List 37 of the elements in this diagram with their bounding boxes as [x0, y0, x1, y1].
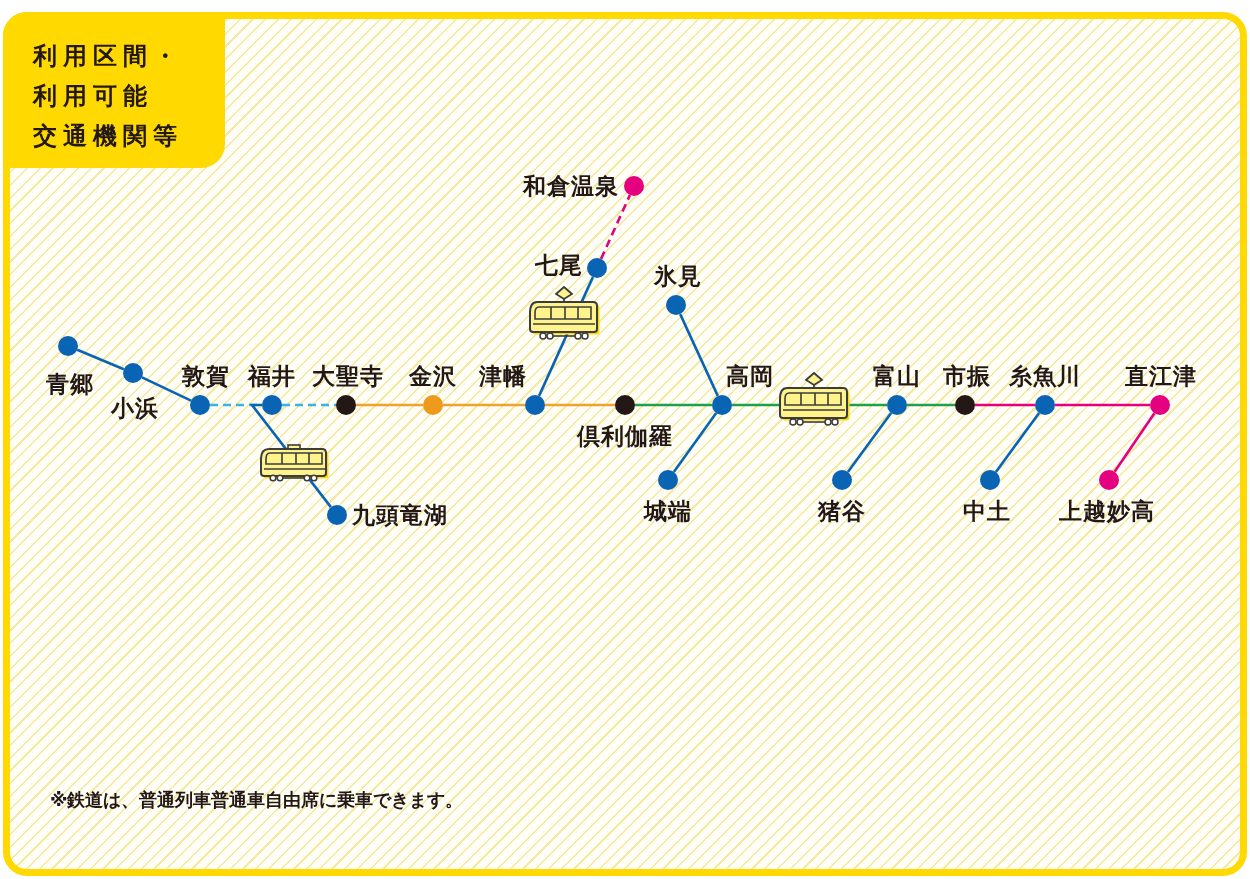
station-name: 福井 [248, 362, 296, 390]
station-name: 直江津 [1125, 362, 1197, 390]
rail-line [545, 403, 615, 407]
rail-line [443, 403, 525, 407]
station-name: 猪谷 [818, 497, 866, 525]
station-name: 高岡 [726, 362, 774, 390]
rail-line [356, 403, 423, 407]
station-name: 上越妙高 [1059, 497, 1155, 525]
station-name: 中土 [963, 497, 1011, 525]
note-text: ※鉄道は、普通列車普通車自由席に乗車できます。 [50, 788, 464, 812]
station-name: 七尾 [535, 251, 583, 279]
station-name: 金沢 [409, 362, 457, 390]
station-name: 糸魚川 [1009, 362, 1081, 390]
rail-line [679, 313, 719, 397]
station-name: 和倉温泉 [523, 172, 619, 200]
station-name: 青郷 [46, 370, 94, 398]
station-name: 倶利伽羅 [577, 422, 673, 450]
rail-line [672, 412, 718, 473]
rail-line [141, 376, 192, 402]
rail-line [635, 403, 712, 407]
station-name: 氷見 [654, 262, 702, 290]
station-name: 津幡 [479, 362, 527, 390]
station-name: 市振 [943, 362, 991, 390]
rail-line [599, 194, 632, 260]
rail-line [846, 412, 893, 473]
station-name: 敦賀 [182, 362, 230, 390]
rail-line [1055, 403, 1150, 407]
station-name: 小浜 [111, 394, 159, 422]
rail-line [282, 403, 336, 407]
station-name: 九頭竜湖 [352, 501, 448, 529]
rail-line [76, 348, 125, 371]
station-name: 富山 [873, 362, 921, 390]
station-name: 城端 [644, 497, 692, 525]
rail-line [975, 403, 1035, 407]
rail-line [907, 403, 955, 407]
station-name: 大聖寺 [312, 362, 384, 390]
title: 利用区間・利用可能交通機関等 [33, 41, 183, 152]
